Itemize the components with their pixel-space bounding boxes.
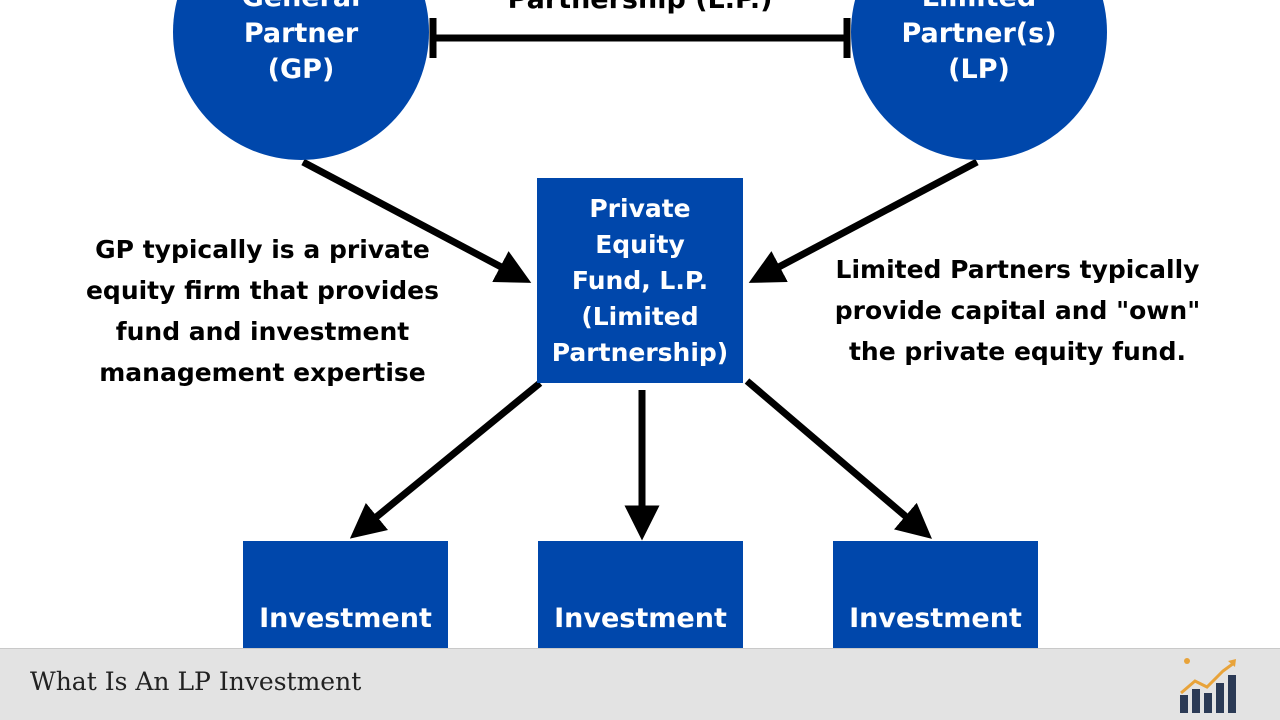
lp-to-fund-arrow	[748, 158, 979, 283]
gp-to-fund-arrow	[301, 158, 532, 283]
investment-box-2: Investment	[538, 541, 743, 648]
footer-title: What Is An LP Investment	[30, 667, 362, 696]
private-equity-fund-box: Private Equity Fund, L.P. (Limited Partn…	[537, 178, 743, 383]
lp-circle-line: Limited	[922, 0, 1036, 16]
partnership-label: Partnership (L.P.)	[470, 0, 810, 15]
lp-description-line: the private equity fund.	[848, 337, 1186, 366]
gp-circle-line: (GP)	[267, 54, 335, 85]
fund-to-investment-3-arrow	[744, 378, 932, 539]
lp-description-line: provide capital and "own"	[834, 296, 1201, 325]
connector-arrows	[301, 18, 979, 541]
gp-description-line: GP typically is a private	[95, 235, 430, 264]
gp-circle-line: General	[242, 0, 361, 16]
investment-box-1: Investment	[243, 541, 448, 648]
gp-description-line: fund and investment	[115, 317, 410, 346]
chart-growth-icon	[1180, 658, 1236, 713]
fund-box-line: Equity	[595, 229, 685, 259]
investment-box-3: Investment	[833, 541, 1038, 648]
fund-box-line: Fund, L.P.	[571, 265, 709, 295]
gp-circle-line: Partner	[243, 18, 359, 49]
fund-box-line: Partnership)	[551, 337, 729, 367]
fund-box-line: (Limited	[581, 301, 699, 331]
lp-description-line: Limited Partners typically	[835, 255, 1200, 284]
lp-circle-line: Partner(s)	[901, 18, 1057, 49]
footer-bar: What Is An LP Investment	[0, 648, 1280, 720]
gp-description-line: management expertise	[99, 358, 426, 387]
lp-structure-diagram: Partnership (L.P.) General Partner (GP) …	[60, 0, 1230, 648]
gp-description: GP typically is a private equity firm th…	[60, 229, 465, 393]
lp-description: Limited Partners typically provide capit…	[805, 249, 1230, 372]
fund-to-investment-1-arrow	[349, 380, 543, 539]
lp-circle-line: (LP)	[948, 54, 1010, 85]
gp-description-line: equity firm that provides	[85, 276, 440, 305]
fund-box-line: Private	[589, 193, 691, 223]
